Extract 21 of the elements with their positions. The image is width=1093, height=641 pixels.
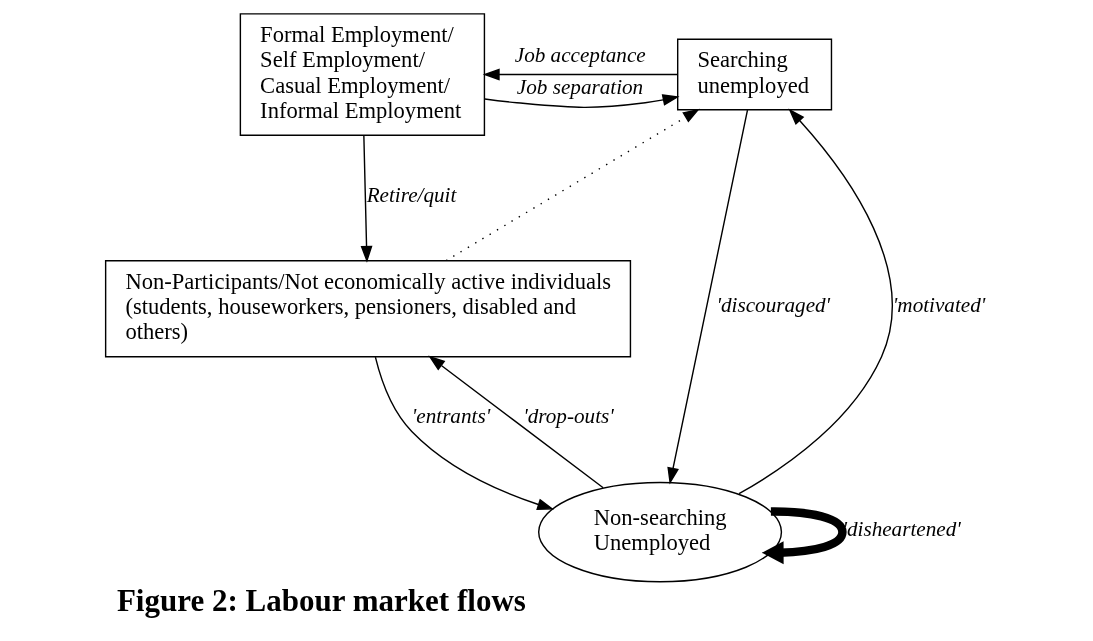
arrow [445, 108, 700, 262]
edge-label: Job separation [516, 75, 644, 100]
edge-label: Retire/quit [366, 182, 457, 207]
edge-label: 'entrants' [411, 403, 491, 428]
arrow [738, 108, 893, 495]
edge-label: 'discouraged' [716, 293, 831, 318]
node-box: Formal Employment/ Self Employment/ Casual Employment/ Informal Employment [239, 13, 486, 136]
arrow [374, 356, 555, 511]
edge-label: 'motivated' [892, 293, 986, 318]
caption: Figure 2: Labour market flows [116, 583, 526, 619]
node-box: Non-Participants/Not economically active individuals (students, houseworkers, pensioners, disabled and others) [104, 260, 632, 358]
arrow [761, 507, 847, 565]
edge-label: Job acceptance [514, 42, 646, 67]
edge-label: 'drop-outs' [523, 403, 614, 428]
arrow [360, 134, 373, 263]
node-box: Searching unemployed [677, 38, 833, 111]
arrow [482, 68, 679, 81]
arrow [667, 109, 749, 485]
edge-label: 'disheartened' [842, 516, 961, 541]
arrow [428, 355, 604, 489]
arrow [484, 94, 680, 109]
